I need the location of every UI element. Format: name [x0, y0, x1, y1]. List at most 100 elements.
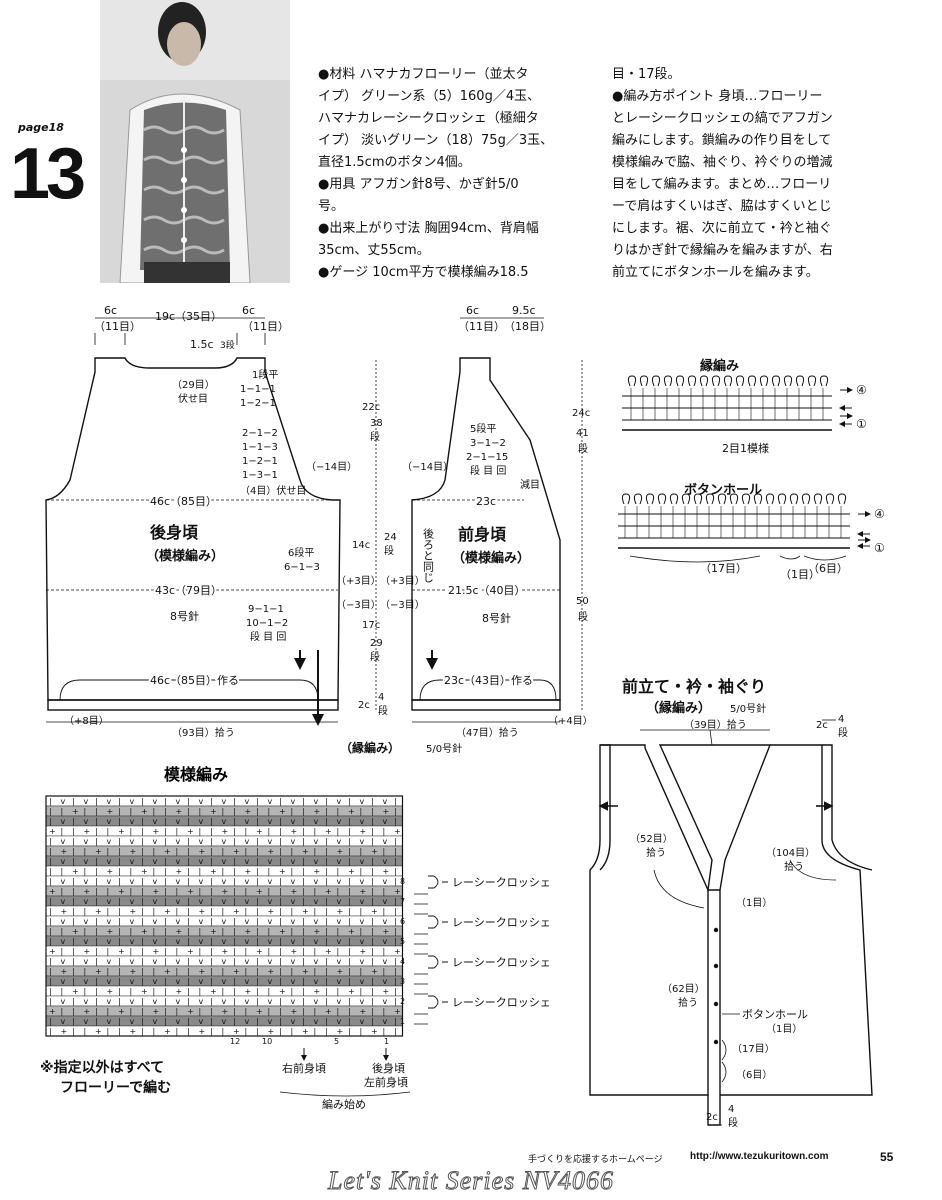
- stitch-symbol: |: [325, 837, 328, 846]
- stitch-symbol: v: [222, 837, 227, 846]
- svg-text:①: ①: [856, 417, 867, 431]
- stitch-symbol: |: [245, 947, 248, 956]
- stitch-symbol: |: [233, 977, 236, 986]
- stitch-symbol: |: [95, 997, 98, 1006]
- stitch-symbol: +: [245, 807, 252, 816]
- stitch-symbol: |: [61, 827, 64, 836]
- stitch-symbol: |: [95, 937, 98, 946]
- instructions-column: 目・17段。●編み方ポイント 身頃…フローリーとレーシークロッシェの縞でアフガン…: [612, 64, 833, 284]
- stitch-symbol: +: [199, 967, 206, 976]
- svg-text:（縁編み）: （縁編み）: [646, 700, 711, 716]
- svg-text:拾う: 拾う: [784, 860, 804, 873]
- stitch-symbol: v: [314, 837, 319, 846]
- stitch-symbol: |: [187, 997, 190, 1006]
- stitch-symbol: |: [84, 807, 87, 816]
- stitch-symbol: |: [187, 837, 190, 846]
- picot-loop: [633, 493, 643, 505]
- picot-loop: [729, 493, 739, 505]
- svg-text:4: 4: [400, 957, 405, 966]
- instruction-line: 模様編みで脇、袖ぐり、衿ぐりの増減: [612, 155, 833, 170]
- stitch-symbol: |: [141, 997, 144, 1006]
- picot-loop: [741, 493, 751, 505]
- stitch-symbol: |: [325, 857, 328, 866]
- stitch-symbol: +: [302, 847, 309, 856]
- stitch-symbol: |: [245, 827, 248, 836]
- svg-text:（+8目）: （+8目）: [64, 715, 109, 727]
- stitch-symbol: |: [164, 927, 167, 936]
- stitch-symbol: v: [61, 997, 66, 1006]
- stitch-symbol: |: [187, 967, 190, 976]
- stitch-symbol: |: [153, 807, 156, 816]
- stitch-symbol: |: [153, 927, 156, 936]
- stitch-symbol: |: [256, 877, 259, 886]
- stitch-symbol: +: [61, 907, 68, 916]
- stitch-symbol: v: [84, 897, 89, 906]
- stitch-symbol: |: [118, 807, 121, 816]
- stitch-symbol: |: [394, 857, 397, 866]
- buttonhole-labels: ボタンホール ④ ① （17目） （1目） （6目）: [684, 482, 885, 581]
- stitch-symbol: |: [279, 857, 282, 866]
- stitch-symbol: |: [72, 997, 75, 1006]
- stitch-symbol: |: [130, 927, 133, 936]
- stitch-symbol: |: [325, 1027, 328, 1036]
- stitch-symbol: |: [337, 887, 340, 896]
- stitch-symbol: |: [325, 877, 328, 886]
- stitch-symbol: v: [222, 937, 227, 946]
- stitch-symbol: +: [61, 967, 68, 976]
- stitch-symbol: +: [222, 827, 229, 836]
- stitch-symbol: v: [84, 917, 89, 926]
- stitch-symbol: |: [118, 1017, 121, 1026]
- stitch-symbol: |: [302, 877, 305, 886]
- svg-text:段 目 回: 段 目 回: [250, 630, 286, 643]
- stitch-symbol: |: [394, 817, 397, 826]
- stitch-symbol: |: [187, 927, 190, 936]
- stitch-symbol: |: [72, 877, 75, 886]
- stitch-symbol: v: [337, 817, 342, 826]
- stitch-symbol: +: [291, 887, 298, 896]
- stitch-symbol: |: [118, 977, 121, 986]
- stitch-symbol: +: [141, 807, 148, 816]
- stitch-symbol: +: [325, 1007, 332, 1016]
- stitch-symbol: |: [210, 977, 213, 986]
- stitch-symbol: +: [72, 867, 79, 876]
- stitch-symbol: v: [268, 917, 273, 926]
- stitch-symbol: |: [256, 917, 259, 926]
- stitch-symbol: |: [176, 967, 179, 976]
- svg-text:1段平: 1段平: [252, 368, 278, 381]
- stitch-symbol: |: [314, 1007, 317, 1016]
- stitch-symbol: |: [348, 937, 351, 946]
- stitch-symbol: |: [84, 847, 87, 856]
- stitch-symbol: |: [210, 997, 213, 1006]
- stitch-symbol: +: [176, 867, 183, 876]
- stitch-symbol: |: [371, 937, 374, 946]
- stitch-symbol: v: [107, 977, 112, 986]
- picot-loop: [699, 375, 709, 387]
- stitch-symbol: v: [153, 877, 158, 886]
- stitch-symbol: v: [84, 817, 89, 826]
- stitch-symbol: |: [348, 827, 351, 836]
- stitch-symbol: |: [118, 847, 121, 856]
- stitch-symbol: |: [118, 877, 121, 886]
- stitch-symbol: |: [49, 937, 52, 946]
- photo-illustration: [100, 0, 290, 283]
- stitch-symbol: |: [302, 987, 305, 996]
- stitch-symbol: |: [118, 957, 121, 966]
- stitch-symbol: +: [210, 867, 217, 876]
- stitch-symbol: v: [130, 817, 135, 826]
- stitch-symbol: v: [107, 837, 112, 846]
- stitch-symbol: |: [222, 907, 225, 916]
- stitch-symbol: v: [84, 837, 89, 846]
- stitch-symbol: v: [84, 797, 89, 806]
- stitch-symbol: |: [291, 807, 294, 816]
- stitch-symbol: |: [233, 807, 236, 816]
- stitch-symbol: |: [348, 1017, 351, 1026]
- footer-url[interactable]: http://www.tezukuritown.com: [690, 1151, 829, 1162]
- svg-text:6c: 6c: [466, 304, 479, 317]
- stitch-symbol: +: [279, 927, 286, 936]
- svg-text:（−3目）: （−3目）: [380, 599, 425, 611]
- stitch-symbol: |: [210, 827, 213, 836]
- stitch-symbol: |: [199, 1007, 202, 1016]
- stitch-symbol: v: [176, 1017, 181, 1026]
- stitch-symbol: |: [268, 887, 271, 896]
- stitch-symbol: |: [233, 1007, 236, 1016]
